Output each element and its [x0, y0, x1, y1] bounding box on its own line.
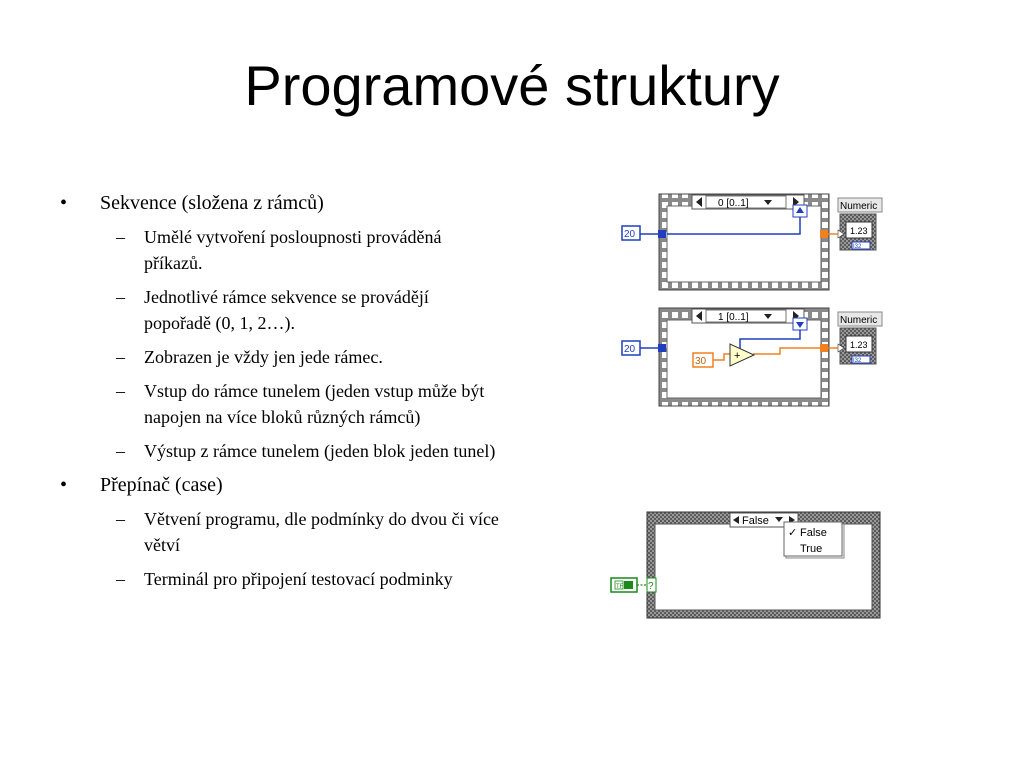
menu-item-false[interactable]: False [800, 527, 827, 539]
sub-bullet-text: Vstup do rámce tunelem (jeden vstup může… [144, 381, 485, 427]
indicator-value: 1.23 [850, 340, 868, 350]
chevron-down-icon[interactable] [764, 200, 772, 205]
sub-bullet-text: Větvení programu, dle podmínky do dvou č… [144, 509, 499, 555]
numeric-constant-20[interactable]: 20 [621, 340, 641, 356]
svg-text:20: 20 [624, 344, 636, 355]
frame-selector-label: 0 [0..1] [718, 198, 749, 209]
bullet-list: • Sekvence (složena z rámců) –Umělé vytv… [60, 190, 500, 600]
indicator-value: 1.23 [850, 226, 868, 236]
bullet-text: Sekvence (složena z rámců) [100, 192, 324, 214]
sub-bullet: –Umělé vytvoření posloupnosti prováděná … [60, 224, 500, 276]
sub-bullet-text: Výstup z rámce tunelem (jeden blok jeden… [144, 441, 496, 461]
sub-bullet: –Výstup z rámce tunelem (jeden blok jede… [60, 438, 500, 464]
sequence-structure-frame-1: 1 [0..1] [658, 307, 830, 407]
question-mark-icon: ? [648, 581, 654, 592]
dash-marker: – [116, 227, 125, 247]
sub-bullet-text: Jednotlivé rámce sekvence se provádějí p… [144, 287, 429, 333]
menu-item-true[interactable]: True [800, 543, 822, 555]
numeric-indicator[interactable]: Numeric 1.23 I32 [837, 311, 883, 365]
dash-marker: – [116, 569, 125, 589]
decrement-arrow-icon[interactable] [696, 197, 702, 207]
decrement-arrow-icon[interactable] [696, 311, 702, 321]
sub-bullet: –Jednotlivé rámce sekvence se provádějí … [60, 284, 500, 336]
sub-bullet-text: Zobrazen je vždy jen jede rámec. [144, 347, 383, 367]
sequence-structure-frame-0: 0 [0..1] [658, 193, 830, 291]
dash-marker: – [116, 441, 125, 461]
case-selector-label: False [742, 515, 769, 527]
bullet-marker: • [60, 474, 68, 496]
dbl-wire [713, 353, 730, 361]
indicator-type: I32 [853, 358, 862, 364]
case-selector[interactable] [729, 512, 799, 528]
add-icon: + [734, 350, 740, 362]
indicator-type: I32 [853, 244, 862, 250]
sub-bullet-text: Terminál pro připojení testovací podmink… [144, 569, 453, 589]
dash-marker: – [116, 509, 125, 529]
input-tunnel [658, 230, 666, 238]
bullet-case: • Přepínač (case) [60, 472, 500, 498]
indicator-label: Numeric [840, 315, 877, 326]
dbl-wire [753, 347, 820, 355]
sub-bullet: –Vstup do rámce tunelem (jeden vstup můž… [60, 378, 500, 430]
dash-marker: – [116, 347, 125, 367]
input-tunnel [658, 344, 666, 352]
bool-terminal-label: TF [616, 584, 624, 590]
case-selector-terminal[interactable]: ? [646, 577, 657, 593]
frame-selector-label: 1 [0..1] [718, 312, 749, 323]
case-structure: False [646, 511, 881, 619]
int-wire [739, 330, 801, 349]
output-tunnel [820, 230, 828, 238]
numeric-constant-30[interactable]: 30 [692, 352, 714, 368]
indicator-label: Numeric [840, 201, 877, 212]
bullet-text: Přepínač (case) [100, 474, 223, 496]
svg-text:30: 30 [695, 356, 707, 367]
boolean-control[interactable]: TF [610, 577, 638, 593]
sub-bullet-text: Umělé vytvoření posloupnosti prováděná p… [144, 227, 442, 273]
dash-marker: – [116, 381, 125, 401]
sub-bullet: –Větvení programu, dle podmínky do dvou … [60, 506, 500, 558]
numeric-constant-20[interactable]: 20 [621, 225, 641, 241]
chevron-down-icon[interactable] [764, 314, 772, 319]
sub-bullet: –Zobrazen je vždy jen jede rámec. [60, 344, 500, 370]
int-wire [667, 217, 801, 235]
dash-marker: – [116, 287, 125, 307]
numeric-indicator[interactable]: Numeric 1.23 I32 [837, 197, 883, 251]
bullet-marker: • [60, 192, 68, 214]
checkmark-icon: ✓ [788, 527, 797, 539]
slide-title: Programové struktury [244, 54, 780, 117]
case-dropdown-menu[interactable]: ✓ False True [783, 521, 845, 559]
sub-bullet: –Terminál pro připojení testovací podmin… [60, 566, 500, 592]
bullet-sequence: • Sekvence (složena z rámců) [60, 190, 500, 216]
svg-text:20: 20 [624, 229, 636, 240]
add-function[interactable]: + [729, 343, 756, 367]
output-tunnel [820, 344, 828, 352]
chevron-down-icon[interactable] [775, 517, 783, 522]
decrement-arrow-icon[interactable] [733, 516, 739, 524]
